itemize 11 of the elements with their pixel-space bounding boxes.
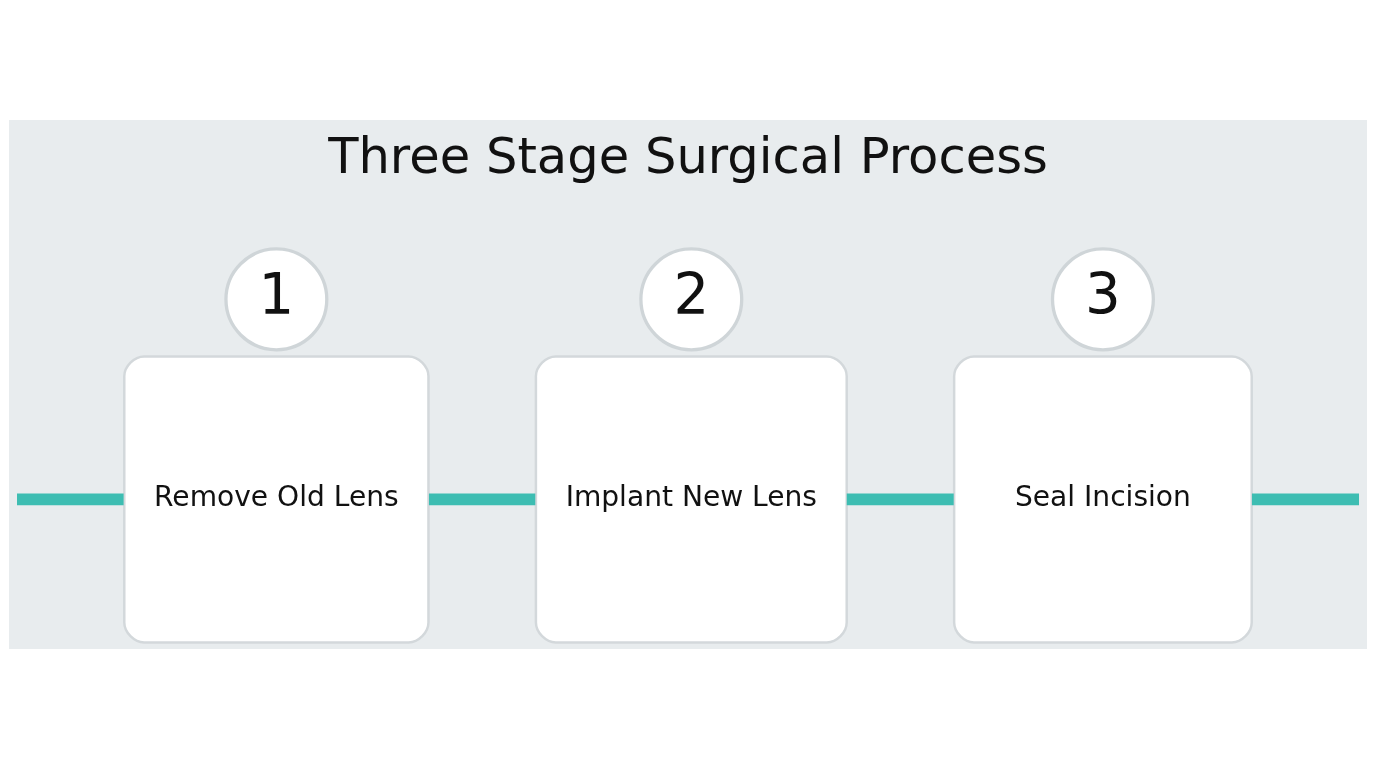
node-box: Seal Incision (952, 354, 1253, 644)
diagram-title: Three Stage Surgical Process (328, 126, 1048, 185)
node-circle: 1 (224, 246, 329, 351)
connector (846, 493, 954, 505)
node-circle: 3 (1050, 246, 1155, 351)
node-circle: 2 (639, 246, 744, 351)
connector (1251, 493, 1359, 505)
connector (17, 493, 124, 505)
connector (428, 493, 536, 505)
node-box: Implant New Lens (534, 354, 848, 644)
node-box: Remove Old Lens (123, 354, 430, 644)
